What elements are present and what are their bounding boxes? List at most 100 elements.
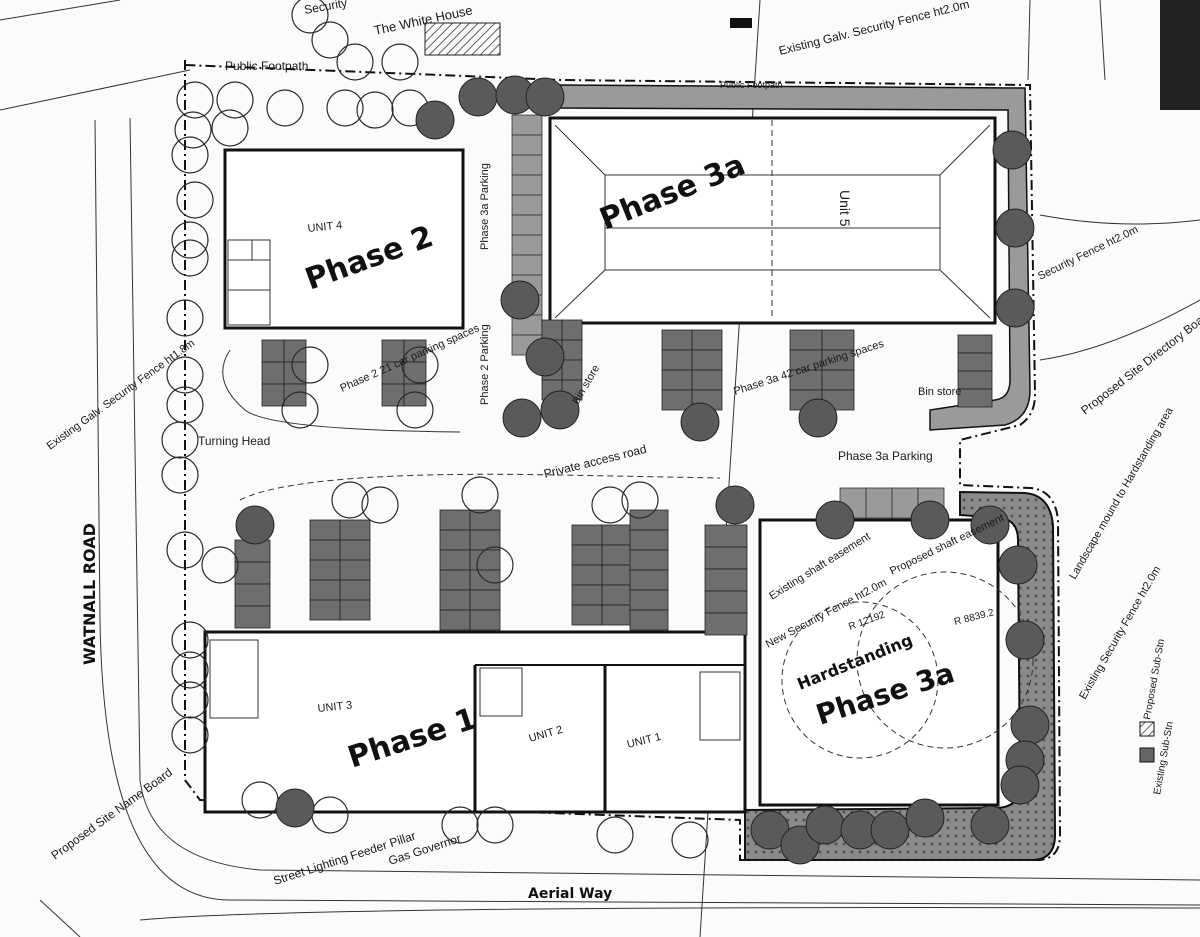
tree bbox=[361, 486, 399, 524]
label-watnall-road: WATNALL ROAD bbox=[80, 523, 99, 665]
label-security-fence-r: Security Fence ht2.0m bbox=[1036, 224, 1140, 283]
parking-stall bbox=[511, 134, 543, 156]
tree bbox=[266, 89, 304, 127]
parking-stall bbox=[309, 579, 341, 601]
parking-stall bbox=[957, 370, 993, 390]
tree bbox=[381, 43, 419, 81]
tree bbox=[476, 546, 514, 584]
parking-stall bbox=[601, 544, 633, 566]
label-existing-fence-tr: Existing Galv. Security Fence ht2.0m bbox=[777, 0, 970, 58]
tree bbox=[311, 21, 349, 59]
parking-stall bbox=[629, 529, 669, 551]
parking-stall bbox=[561, 359, 583, 381]
label-private-access-road: Private access road bbox=[542, 442, 648, 481]
tree bbox=[995, 288, 1035, 328]
parking-stall bbox=[511, 154, 543, 176]
parking-stall bbox=[601, 604, 633, 626]
label-aerial-way: Aerial Way bbox=[528, 886, 612, 902]
tree bbox=[815, 500, 855, 540]
label-public-footpath-2: Public Footpath bbox=[720, 80, 783, 90]
tree bbox=[540, 390, 580, 430]
parking-stall bbox=[629, 569, 669, 591]
label-security-top: Security bbox=[303, 0, 348, 17]
parking-stall bbox=[439, 589, 471, 611]
tree bbox=[591, 486, 629, 524]
label-proposed-site-directory: Proposed Site Directory Board bbox=[1078, 307, 1200, 418]
parking-stall bbox=[339, 539, 371, 561]
tree bbox=[671, 821, 709, 859]
parking-stall bbox=[601, 564, 633, 586]
parking-stall bbox=[339, 519, 371, 541]
parking-stall bbox=[561, 319, 583, 341]
tree bbox=[171, 136, 209, 174]
parking-stall bbox=[403, 383, 427, 407]
parking-stall bbox=[571, 564, 603, 586]
parking-stall bbox=[469, 609, 501, 631]
parking-stall bbox=[571, 524, 603, 546]
parking-stall bbox=[691, 369, 723, 391]
tree bbox=[171, 621, 209, 659]
parking-stall bbox=[704, 524, 748, 548]
existing-substation-swatch bbox=[1139, 747, 1155, 763]
label-proposed-subsn: Proposed Sub-Stn bbox=[1142, 638, 1167, 720]
parking-stall bbox=[691, 329, 723, 351]
parking-stall bbox=[439, 609, 471, 631]
tree bbox=[211, 109, 249, 147]
parking-stall bbox=[439, 549, 471, 571]
parking-stall bbox=[511, 114, 543, 136]
tree bbox=[336, 43, 374, 81]
tree bbox=[596, 816, 634, 854]
tree bbox=[910, 500, 950, 540]
tree bbox=[171, 681, 209, 719]
parking-stalls bbox=[234, 114, 993, 636]
parking-stall bbox=[439, 509, 471, 531]
tree bbox=[998, 545, 1038, 585]
tree bbox=[235, 505, 275, 545]
label-phase2-parking-v: Phase 2 Parking bbox=[479, 324, 491, 405]
parking-stall bbox=[309, 559, 341, 581]
parking-stall bbox=[511, 234, 543, 256]
tree bbox=[166, 356, 204, 394]
tree bbox=[291, 346, 329, 384]
tree bbox=[870, 810, 910, 850]
parking-stall bbox=[629, 589, 669, 611]
phase1-buildings bbox=[203, 630, 747, 814]
label-unit3: UNIT 3 bbox=[317, 699, 353, 715]
tree bbox=[805, 805, 845, 845]
tree bbox=[798, 398, 838, 438]
parking-stall bbox=[439, 569, 471, 591]
label-existing-subsn: Existing Sub-Stn bbox=[1152, 721, 1176, 796]
parking-stall bbox=[629, 549, 669, 571]
tree bbox=[525, 337, 565, 377]
parking-stall bbox=[439, 529, 471, 551]
proposed-substation-swatch bbox=[1139, 721, 1155, 737]
parking-stall bbox=[661, 369, 693, 391]
tree bbox=[970, 805, 1010, 845]
label-existing-fence-left: Existing Galv. Security Fence ht1.8m bbox=[45, 337, 197, 452]
turning-head-curve bbox=[222, 349, 461, 433]
parking-stall bbox=[283, 383, 307, 407]
tree bbox=[161, 421, 199, 459]
parking-stall bbox=[339, 559, 371, 581]
parking-stall bbox=[561, 339, 583, 361]
parking-stall bbox=[601, 524, 633, 546]
parking-stall bbox=[511, 214, 543, 236]
tree bbox=[1005, 620, 1045, 660]
tree bbox=[176, 181, 214, 219]
tree bbox=[171, 651, 209, 689]
tree bbox=[216, 81, 254, 119]
parking-stall bbox=[661, 329, 693, 351]
tree bbox=[356, 91, 394, 129]
parking-stall bbox=[661, 389, 693, 411]
parking-stall bbox=[629, 509, 669, 531]
parking-stall bbox=[339, 599, 371, 621]
tree bbox=[161, 456, 199, 494]
parking-stall bbox=[957, 334, 993, 354]
tree bbox=[995, 208, 1035, 248]
tree bbox=[171, 221, 209, 259]
parking-stall bbox=[957, 388, 993, 408]
parking-stall bbox=[234, 605, 271, 629]
tree bbox=[525, 77, 565, 117]
tree bbox=[275, 788, 315, 828]
